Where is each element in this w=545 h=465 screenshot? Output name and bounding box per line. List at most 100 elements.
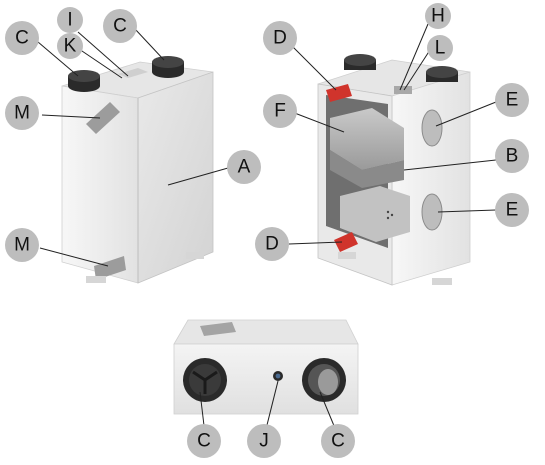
drain-top	[326, 84, 352, 102]
callout-l: L	[427, 35, 453, 61]
duct-top-right-rim	[152, 56, 184, 68]
leader-l	[403, 49, 431, 91]
closed-unit	[61, 56, 214, 284]
callout-circle	[425, 3, 451, 29]
callout-h: H	[425, 3, 451, 29]
callout-label: J	[259, 431, 269, 452]
callout-circle	[5, 228, 39, 262]
callout-label: E	[506, 200, 519, 221]
leader-f	[291, 111, 345, 133]
callout-d-bottom: D	[255, 227, 289, 261]
callout-label: C	[331, 431, 345, 452]
callout-circle	[255, 227, 289, 261]
callout-label: E	[506, 90, 519, 111]
callout-circle	[103, 9, 137, 43]
callout-c-top-left: C	[5, 21, 39, 55]
callout-circle	[263, 94, 297, 128]
bottom-view-strip	[200, 322, 236, 336]
callout-circle	[495, 139, 529, 173]
callout-e-top: E	[495, 83, 529, 117]
leader-m-top	[41, 114, 101, 119]
callout-m-top: M	[5, 96, 39, 130]
leader-d-bottom	[288, 241, 343, 245]
callout-label: C	[15, 28, 29, 49]
port-left-damper	[192, 370, 218, 394]
callout-k: K	[57, 33, 83, 59]
callout-label: M	[14, 103, 30, 124]
callout-circle	[427, 35, 453, 61]
filter-panel	[330, 150, 404, 188]
leader-i	[77, 31, 129, 77]
bottom-view	[173, 319, 359, 415]
callout-circle	[187, 424, 221, 458]
callout-circle	[5, 96, 39, 130]
callout-label: L	[435, 38, 446, 59]
callout-circle	[495, 83, 529, 117]
leader-a	[167, 167, 229, 186]
callout-label: D	[265, 234, 279, 255]
control-board	[394, 86, 412, 94]
callout-label: I	[67, 10, 72, 31]
top-panel	[118, 68, 148, 78]
callout-circle	[321, 424, 355, 458]
callout-c-bottom-right: C	[321, 424, 355, 458]
foot-open-right	[432, 278, 452, 285]
handle-bottom	[94, 256, 126, 280]
callout-label: C	[197, 431, 211, 452]
leader-c-top-mid	[134, 28, 165, 61]
heat-exchanger	[330, 108, 404, 170]
callout-circle	[5, 21, 39, 55]
leader-h	[399, 23, 429, 91]
leader-k	[78, 48, 123, 79]
port-right-filter	[318, 369, 338, 395]
callout-label: K	[64, 36, 77, 57]
callout-c-bottom-left: C	[187, 424, 221, 458]
callout-f: F	[263, 94, 297, 128]
callout-b: B	[495, 139, 529, 173]
callout-circle	[57, 33, 83, 59]
callout-i: I	[57, 7, 83, 33]
leader-e-bottom	[437, 209, 497, 213]
callout-a: A	[227, 150, 261, 184]
callout-label: C	[113, 16, 127, 37]
duct-open-right-rim	[426, 66, 458, 78]
port-small-core	[275, 373, 281, 379]
callout-circle	[227, 150, 261, 184]
duct-top-left-rim	[68, 70, 100, 82]
callout-label: M	[14, 235, 30, 256]
callout-circle	[247, 424, 281, 458]
vent-dot	[386, 210, 390, 214]
foot-left	[86, 276, 106, 283]
callout-c-top-mid: C	[103, 9, 137, 43]
callout-circle	[57, 7, 83, 33]
leader-lines	[37, 23, 497, 435]
callout-e-bottom: E	[495, 193, 529, 227]
vent-dot	[390, 213, 394, 217]
lower-module	[340, 186, 410, 242]
callout-circle	[263, 21, 297, 55]
callouts: C I K C M A M D	[5, 3, 529, 458]
handle-top	[86, 102, 120, 134]
closed-unit-front	[137, 71, 214, 284]
leader-c-top-left	[37, 41, 79, 77]
callout-label: F	[274, 101, 286, 122]
foot-right	[186, 252, 204, 259]
leader-m-bottom	[39, 247, 109, 267]
callout-label: D	[273, 28, 287, 49]
vent-dot	[386, 216, 390, 220]
foot-open-left	[338, 252, 356, 259]
callout-m-bottom: M	[5, 228, 39, 262]
callout-j: J	[247, 424, 281, 458]
callout-circle	[495, 193, 529, 227]
leader-b	[403, 159, 497, 171]
callout-label: A	[238, 157, 251, 178]
callout-label: B	[506, 146, 519, 167]
leader-e-top	[435, 101, 497, 127]
drain-bottom	[334, 232, 358, 252]
leader-d-top	[289, 43, 337, 91]
callout-label: H	[431, 6, 445, 27]
spigot-top	[421, 109, 443, 147]
bottom-view-top	[173, 319, 359, 345]
callout-d-top: D	[263, 21, 297, 55]
